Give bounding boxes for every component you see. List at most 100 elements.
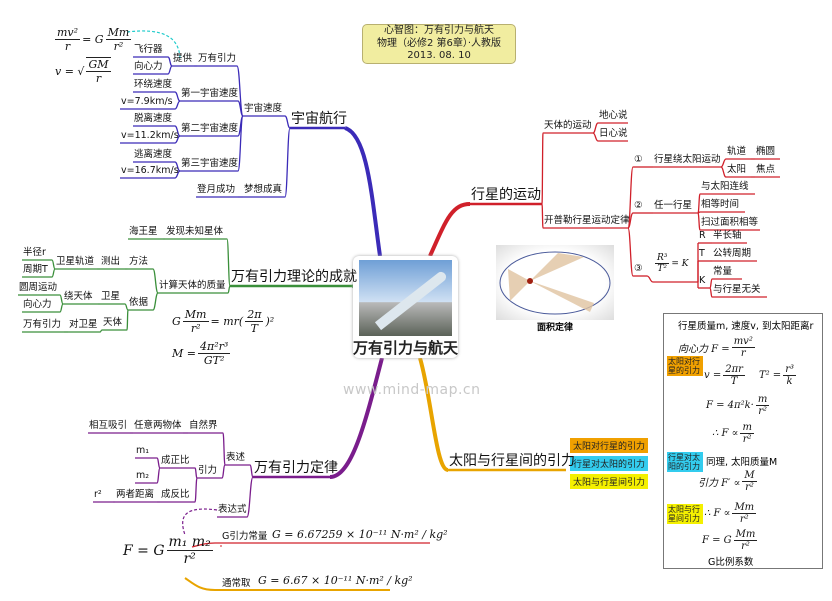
node-dxs[interactable]: 地心说 [599, 110, 628, 121]
node-c2[interactable]: ② [634, 200, 643, 211]
connector [184, 577, 390, 591]
rocket-icon [374, 269, 449, 331]
node-ff[interactable]: 方法 [129, 256, 149, 267]
box-tag-mutual: 太阳与行星间引力 [667, 504, 703, 524]
node-jd[interactable]: 焦点 [756, 164, 776, 175]
connector [249, 464, 254, 478]
box-similarly: 同理, 太阳质量M [706, 457, 778, 468]
box-tag-sun-on-planet: 太阳对行星的引力 [667, 356, 703, 376]
node-c1[interactable]: ① [634, 154, 643, 165]
node-cj[interactable]: 万有引力理论的成就 [231, 269, 357, 285]
node-fxwz[interactable]: 发现未知星体 [166, 226, 224, 237]
connector [428, 202, 471, 257]
connector [627, 166, 634, 229]
connector [152, 268, 159, 294]
central-topic[interactable]: 万有引力与航天 [353, 256, 458, 358]
node-wx[interactable]: 卫星 [101, 291, 121, 302]
node-wyyl2[interactable]: 万有引力 [23, 319, 62, 330]
node-hangtian[interactable]: 宇宙航行 [291, 111, 347, 127]
node-jstt[interactable]: 计算天体的质量 [159, 280, 226, 291]
node-xhxy[interactable]: 相互吸引 [89, 420, 128, 431]
node-ty[interactable]: 椭圆 [756, 146, 776, 157]
node-kpl[interactable]: 开普勒行星运动定律 [544, 215, 630, 226]
node-yl[interactable]: 引力 [198, 465, 218, 476]
node-lzjl[interactable]: 两者距离 [116, 489, 155, 500]
node-d1[interactable]: 第一宇宙速度 [181, 88, 239, 99]
node-yj[interactable]: 依据 [129, 297, 149, 308]
connector [167, 65, 173, 75]
node-xxl2[interactable]: 向心力 [23, 299, 52, 310]
node-wgw[interactable]: 与行星无关 [713, 284, 761, 295]
node-rxs[interactable]: 日心说 [599, 128, 628, 139]
node-ttyd[interactable]: 天体的运动 [544, 120, 592, 131]
node-c3[interactable]: ③ [634, 263, 643, 274]
node-v2[interactable]: v=11.2km/s [121, 130, 179, 141]
node-xxyd[interactable]: 行星的运动 [471, 187, 541, 203]
node-sgmj[interactable]: 扫过面积相等 [701, 217, 759, 228]
node-dwx[interactable]: 对卫星 [69, 319, 98, 330]
connector [194, 477, 198, 503]
tag-mutual-gravity[interactable]: 太阳与行星间引力 [570, 474, 649, 489]
node-hr[interactable]: 环绕速度 [134, 79, 173, 90]
node-mxcz[interactable]: 梦想成真 [244, 184, 283, 195]
node-czb[interactable]: 成正比 [161, 455, 190, 466]
node-tigong[interactable]: 提供 [173, 53, 193, 64]
node-ryxx[interactable]: 任一行星 [654, 200, 693, 211]
node-v3[interactable]: v=16.7km/s [121, 165, 179, 176]
node-gzzq[interactable]: 公转周期 [713, 248, 752, 259]
node-R[interactable]: R [699, 230, 706, 241]
node-rtt[interactable]: 绕天体 [64, 291, 93, 302]
node-r2[interactable]: r² [94, 489, 102, 500]
node-ytyl[interactable]: 与太阳连线 [701, 181, 749, 192]
node-m2[interactable]: m₂ [136, 470, 150, 481]
node-bj[interactable]: 半径r [23, 247, 46, 258]
node-hwx[interactable]: 海王星 [129, 226, 158, 237]
node-gylcl[interactable]: G引力常量 [222, 531, 268, 542]
node-tyl[interactable]: 逃离速度 [134, 149, 173, 160]
node-yzsd[interactable]: 宇宙速度 [244, 103, 283, 114]
title-box[interactable]: 心智图：万有引力与航天 物理（必修2 第6章）·人教版 2013. 08. 10 [362, 24, 516, 64]
connector [51, 268, 56, 278]
connector [709, 287, 713, 298]
node-zq[interactable]: 周期T [23, 264, 48, 275]
tag-planet-on-sun[interactable]: 行星对太阳的引力 [570, 456, 649, 471]
node-dl[interactable]: 万有引力定律 [254, 460, 338, 476]
node-wxgd[interactable]: 卫星轨道 [56, 256, 95, 267]
node-bs[interactable]: 表述 [226, 452, 246, 463]
node-feixingqi[interactable]: 飞行器 [134, 44, 163, 55]
node-bdz[interactable]: 表达式 [218, 504, 247, 515]
connector [697, 212, 701, 231]
connector [227, 285, 231, 294]
node-tt[interactable]: 天体 [103, 317, 123, 328]
node-T[interactable]: T [699, 248, 705, 259]
node-v1[interactable]: v=7.9km/s [121, 96, 173, 107]
node-d2[interactable]: 第二宇宙速度 [181, 123, 239, 134]
node-m1[interactable]: m₁ [136, 445, 150, 456]
node-cl[interactable]: 常量 [713, 266, 733, 277]
node-dycg[interactable]: 登月成功 [197, 184, 236, 195]
node-ryl[interactable]: 任意两物体 [134, 420, 182, 431]
node-xdsj[interactable]: 相等时间 [701, 199, 740, 210]
node-K[interactable]: K [699, 275, 706, 286]
node-cc[interactable]: 测出 [101, 256, 121, 267]
node-yzyd[interactable]: 圆周运动 [19, 282, 58, 293]
node-xrty[interactable]: 行星绕太阳运动 [654, 154, 721, 165]
node-wyyl[interactable]: 万有引力 [198, 53, 237, 64]
watermark: www.mind-map.cn [343, 382, 481, 398]
node-tyy[interactable]: 太阳 [727, 164, 747, 175]
node-cfb[interactable]: 成反比 [161, 489, 190, 500]
node-tl[interactable]: 脱离速度 [134, 113, 173, 124]
node-zrj[interactable]: 自然界 [189, 420, 218, 431]
node-tcq[interactable]: 通常取 [222, 578, 251, 589]
tag-sun-on-planet[interactable]: 太阳对行星的引力 [570, 438, 649, 453]
node-xiangxinli1[interactable]: 向心力 [134, 61, 163, 72]
node-gd[interactable]: 轨道 [727, 146, 747, 157]
area-law-image [496, 245, 614, 320]
node-tyxx[interactable]: 太阳与行星间的引力 [449, 453, 575, 469]
node-bcz[interactable]: 半长轴 [713, 230, 742, 241]
node-d3[interactable]: 第三宇宙速度 [181, 158, 239, 169]
